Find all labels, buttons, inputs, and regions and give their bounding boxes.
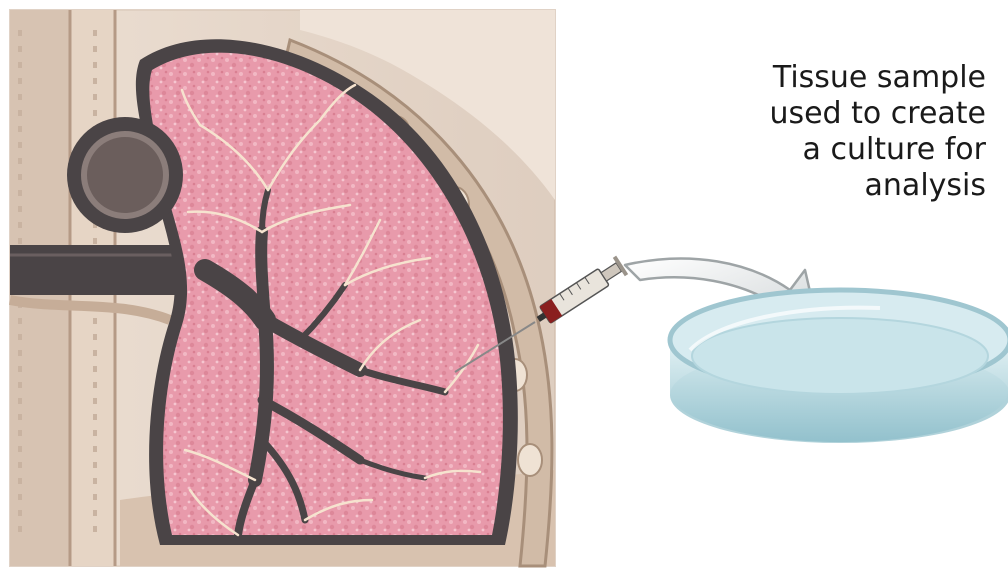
petri-dish [670, 290, 1008, 443]
caption-text: Tissue sample used to create a culture f… [666, 60, 986, 204]
caption-line: analysis [666, 168, 986, 204]
caption-line: used to create [666, 96, 986, 132]
lung-cross-section [10, 10, 555, 566]
caption-line: a culture for [666, 132, 986, 168]
caption-line: Tissue sample [666, 60, 986, 96]
